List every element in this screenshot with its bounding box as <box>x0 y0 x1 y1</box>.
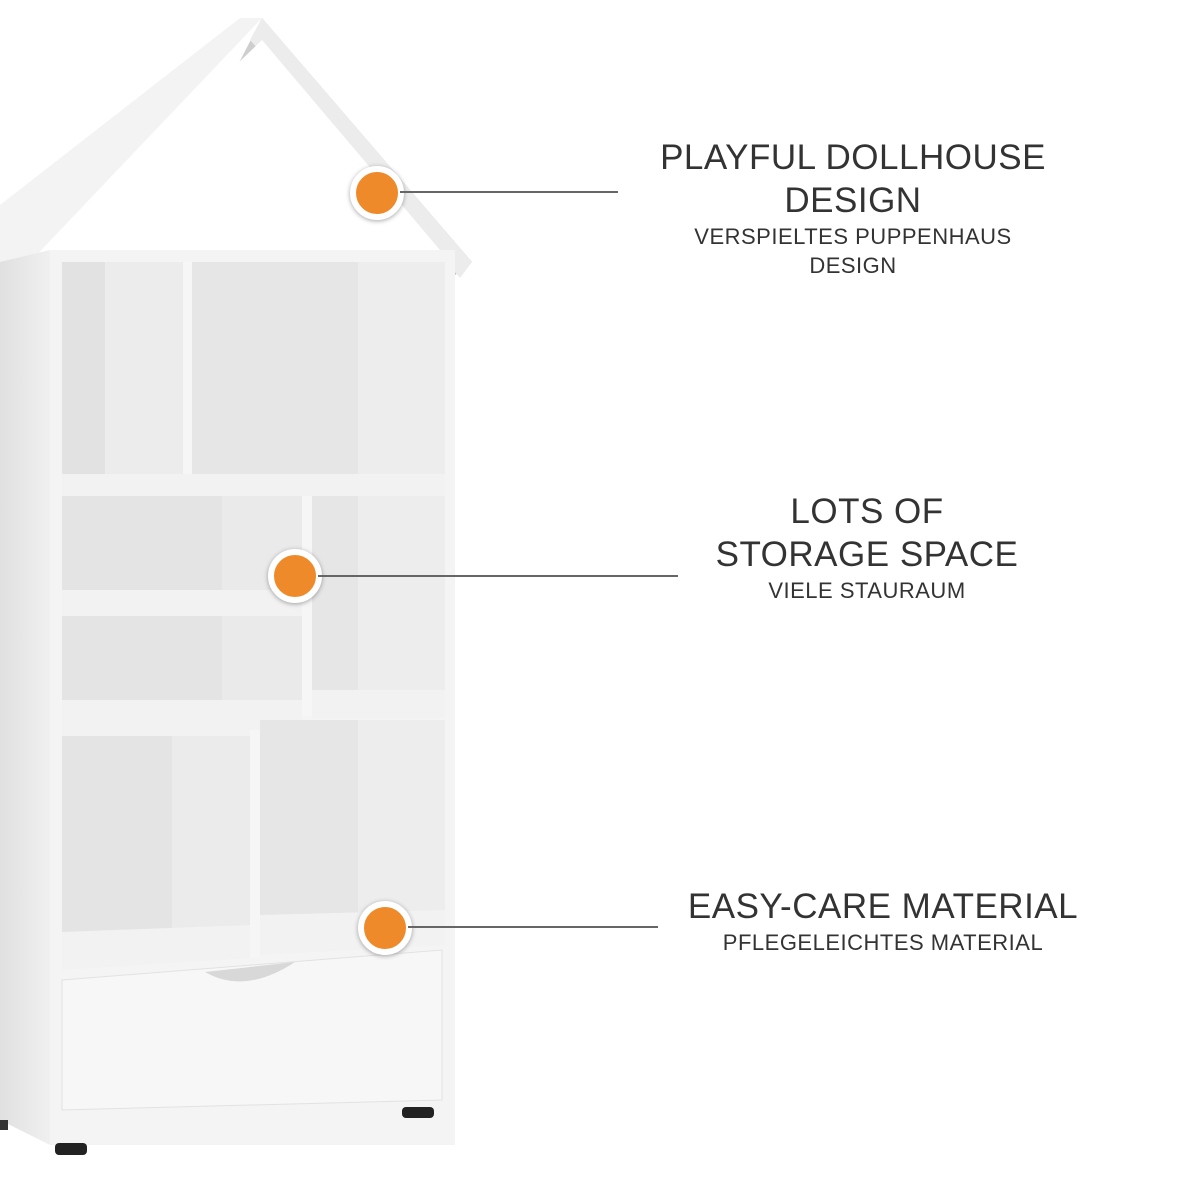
feature-title: LOTS OF <box>790 492 944 531</box>
feature-title: EASY-CARE MATERIAL <box>687 887 1079 926</box>
feature-dollhouse-design: PLAYFUL DOLLHOUSE DESIGN VERSPIELTES PUP… <box>640 136 1066 280</box>
feature-easy-care: EASY-CARE MATERIAL PFLEGELEICHTES MATERI… <box>670 885 1096 957</box>
connector-line <box>408 926 658 928</box>
hotspot-shelves[interactable] <box>268 549 322 603</box>
hotspot-roof[interactable] <box>350 166 404 220</box>
hotspot-material[interactable] <box>358 901 412 955</box>
connector-line <box>400 191 618 193</box>
feature-subtitle: VERSPIELTES PUPPENHAUS <box>694 224 1012 249</box>
feature-subtitle: VIELE STAURAUM <box>768 578 966 603</box>
feature-title: PLAYFUL DOLLHOUSE <box>660 138 1046 177</box>
feature-subtitle: DESIGN <box>809 253 897 278</box>
connector-line <box>318 575 678 577</box>
feature-title: STORAGE SPACE <box>715 535 1019 574</box>
feature-storage-space: LOTS OF STORAGE SPACE VIELE STAURAUM <box>680 490 1054 605</box>
feature-title: DESIGN <box>784 181 922 220</box>
feature-subtitle: PFLEGELEICHTES MATERIAL <box>722 930 1044 955</box>
